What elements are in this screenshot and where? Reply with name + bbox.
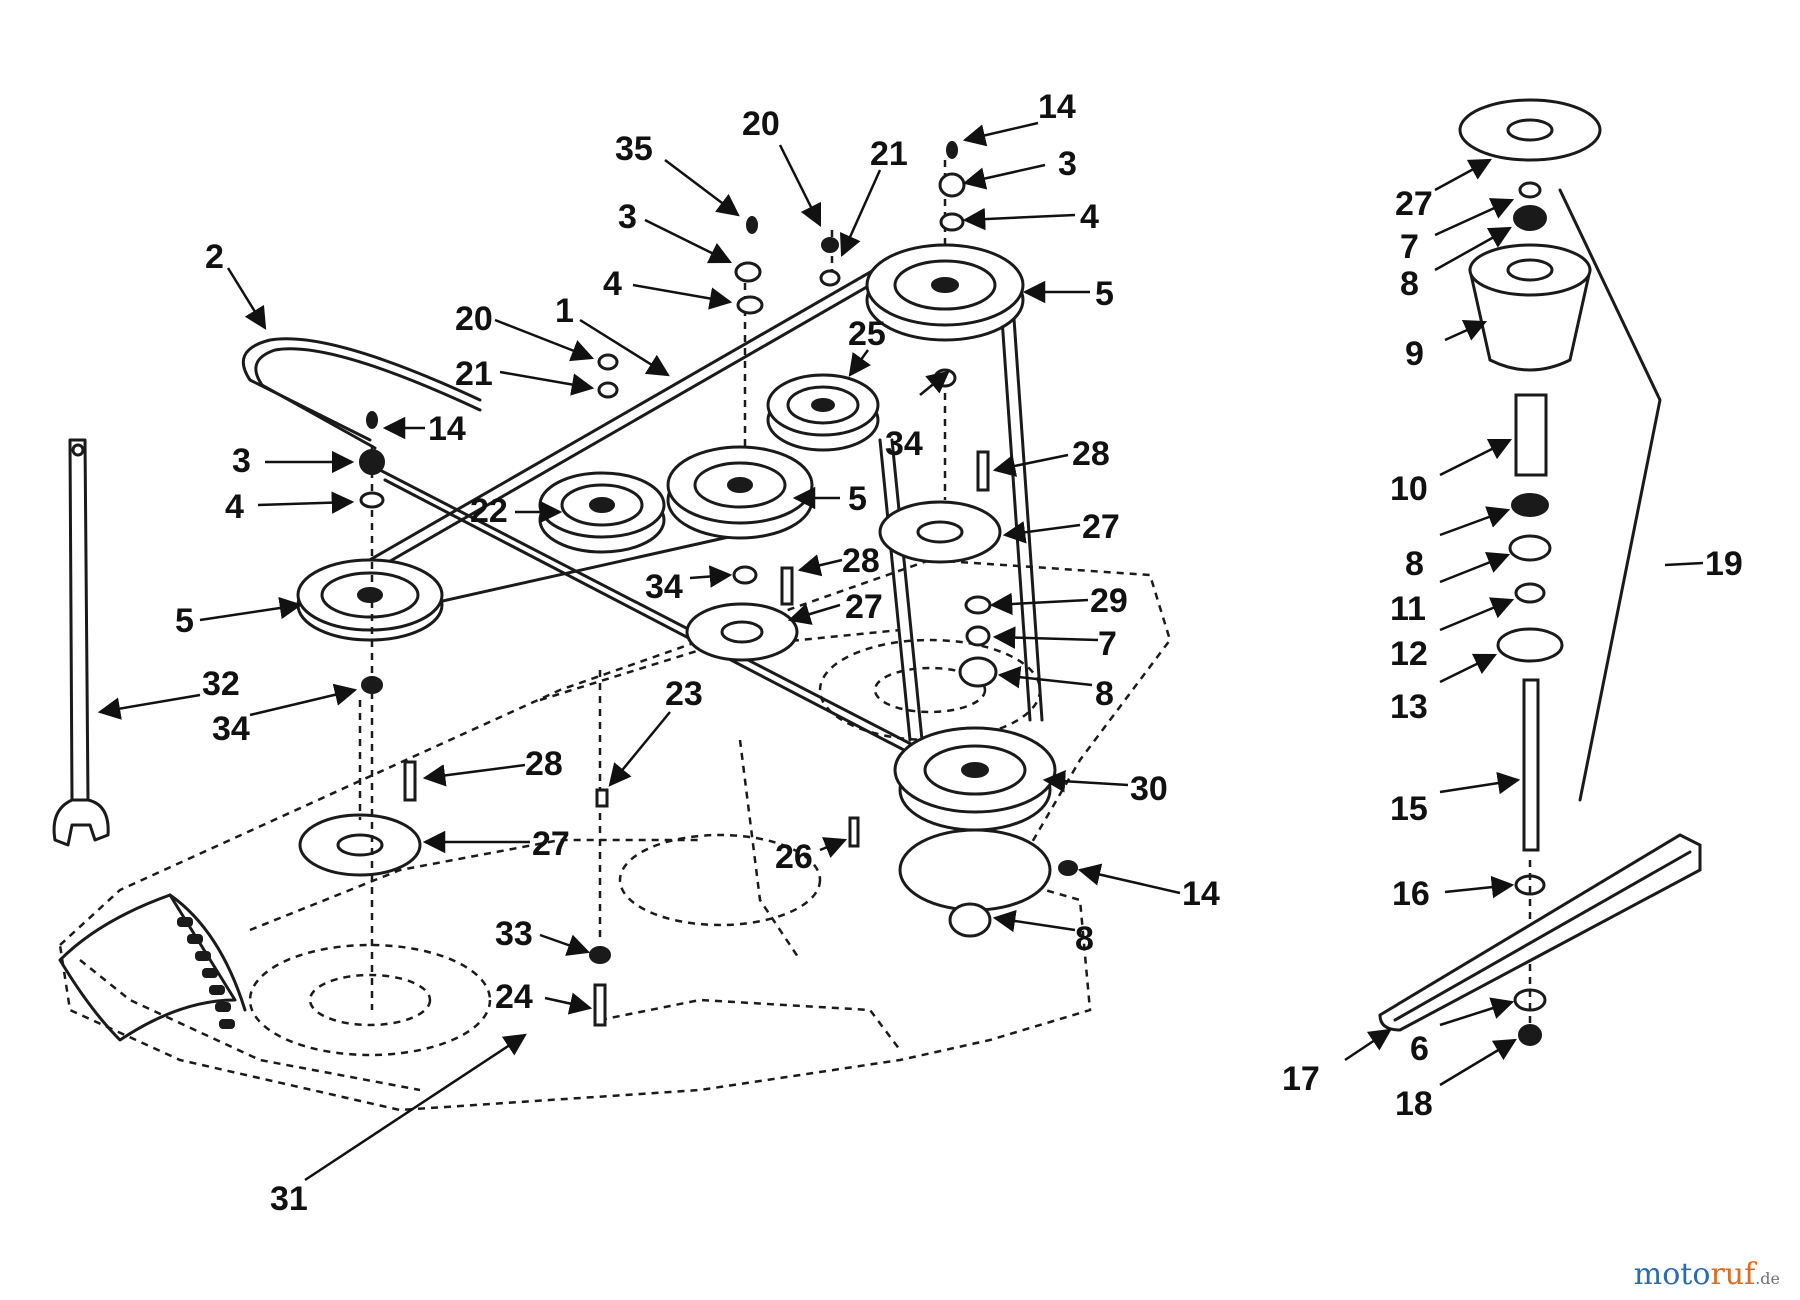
callout-17: 17 [1282, 1060, 1320, 1098]
pulley-right-top [865, 243, 1025, 342]
callout-35: 35 [615, 130, 653, 168]
callout-32: 32 [202, 665, 240, 703]
callout-34-mid: 34 [645, 568, 683, 606]
callout-4-mid: 4 [603, 265, 622, 303]
wrench-part [52, 438, 110, 847]
callout-14-top: 14 [1038, 88, 1076, 126]
hardware-nuts-washers [359, 141, 1078, 1027]
callout-22: 22 [470, 492, 508, 530]
callout-20-top: 20 [742, 105, 780, 143]
callout-29: 29 [1090, 582, 1128, 620]
callout-3-top: 3 [1058, 145, 1077, 183]
callout-34-top: 34 [885, 425, 923, 463]
callout-1: 1 [555, 292, 574, 330]
callout-8-lower: 8 [1405, 545, 1424, 583]
watermark-part1: moto [1633, 1257, 1711, 1292]
callout-4-top: 4 [1080, 198, 1099, 236]
callout-13: 13 [1390, 688, 1428, 726]
callout-25: 25 [848, 315, 886, 353]
callout-14-low: 14 [1182, 875, 1220, 913]
discharge-chute [58, 893, 247, 1042]
callout-3-mid: 3 [618, 198, 637, 236]
callout-labels: 14 3 4 5 20 21 35 3 4 20 21 1 25 2 14 3 … [97, 88, 1743, 1218]
callout-12: 12 [1390, 635, 1428, 673]
spindle-plate-left [298, 813, 422, 877]
callout-3-left: 3 [232, 442, 251, 480]
callout-34-left: 34 [212, 710, 250, 748]
callout-28-mid: 28 [842, 542, 880, 580]
callout-5-mid: 5 [848, 480, 867, 518]
callout-4-left: 4 [225, 488, 244, 526]
pulley-idler-22 [538, 471, 666, 554]
callout-8-deck: 8 [1095, 675, 1114, 713]
callout-9: 9 [1405, 335, 1424, 373]
pulley-center-5 [666, 445, 814, 540]
callout-2: 2 [205, 238, 224, 276]
spindle-plate-right [878, 500, 1002, 564]
callout-10: 10 [1390, 470, 1428, 508]
pulley-right-bottom-30 [893, 726, 1057, 912]
callout-23: 23 [665, 675, 703, 713]
callout-33: 33 [495, 915, 533, 953]
callout-18: 18 [1395, 1085, 1433, 1123]
callout-27-right: 27 [1082, 508, 1120, 546]
callout-7-deck: 7 [1098, 625, 1117, 663]
callout-27-spindle: 27 [1395, 185, 1433, 223]
callout-28-low: 28 [525, 745, 563, 783]
callout-5-left: 5 [175, 602, 194, 640]
callout-5-top: 5 [1095, 275, 1114, 313]
callout-27-low: 27 [532, 825, 570, 863]
pulley-idler-25 [766, 373, 880, 452]
callout-8-low: 8 [1075, 920, 1094, 958]
watermark-part3: .de [1755, 1269, 1780, 1288]
spindle-plate-center [685, 602, 799, 662]
callout-6: 6 [1410, 1030, 1429, 1068]
callout-24: 24 [495, 978, 533, 1016]
watermark-logo: motoruf.de [1634, 1257, 1780, 1292]
callout-26: 26 [775, 838, 813, 876]
callout-19: 19 [1705, 545, 1743, 583]
callout-7-spindle: 7 [1400, 228, 1419, 266]
callout-27-mid: 27 [845, 588, 883, 626]
callout-11: 11 [1390, 590, 1426, 628]
callout-28-top: 28 [1072, 435, 1110, 473]
callout-16: 16 [1392, 875, 1430, 913]
callout-21-mid: 21 [455, 355, 493, 393]
pulley-left [296, 558, 444, 642]
callout-21-top: 21 [870, 135, 908, 173]
spindle-assembly-19 [1458, 98, 1662, 1046]
callout-14-left: 14 [428, 410, 466, 448]
callout-31: 31 [270, 1180, 308, 1218]
callout-20-mid: 20 [455, 300, 493, 338]
watermark-part2: ruf [1710, 1257, 1756, 1292]
callout-15: 15 [1390, 790, 1428, 828]
callout-8-spindle: 8 [1400, 265, 1419, 303]
callout-30: 30 [1130, 770, 1168, 808]
drive-belt-2 [241, 337, 482, 450]
